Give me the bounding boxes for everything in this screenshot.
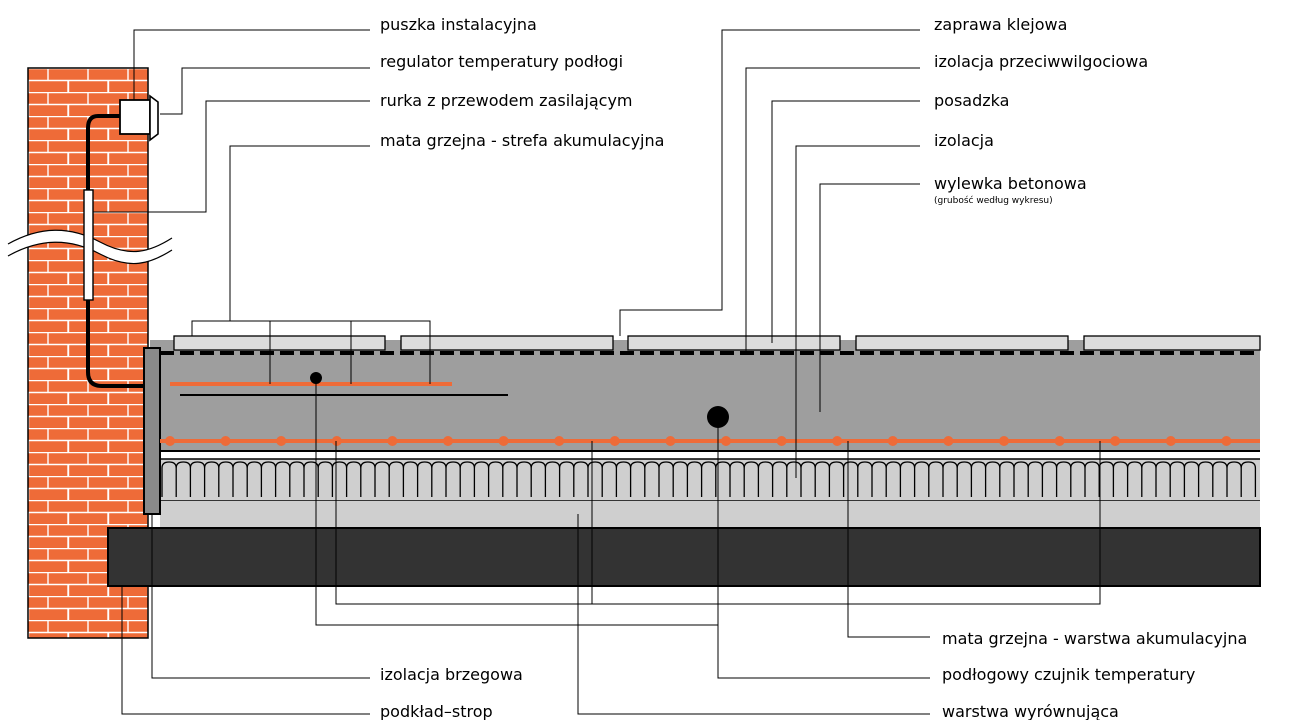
label-slab: podkład–strop (380, 702, 493, 720)
label-leveling-layer: warstwa wyrównująca (942, 702, 1119, 720)
label-moisture-insulation: izolacja przeciwwilgociowa (934, 52, 1148, 71)
heating-mat-dot (498, 436, 509, 446)
heating-mat-zone (170, 382, 508, 396)
heating-mat-dot (554, 436, 565, 446)
heating-mat-dot (721, 436, 731, 446)
installation-box (119, 99, 151, 135)
label-heating-mat-layer: mata grzejna - warstwa akumulacyjna (942, 629, 1247, 648)
heating-mat-dot (387, 436, 398, 446)
heating-mat-dot (1110, 436, 1121, 446)
label-heating-mat-zone: mata grzejna - strefa akumulacyjna (380, 131, 664, 150)
heating-mat-dot (609, 436, 620, 446)
heating-mat-dot (832, 436, 843, 446)
label-edge-insulation: izolacja brzegowa (380, 665, 523, 684)
heating-mat-dot (1165, 436, 1176, 446)
heating-mat-dot (1221, 436, 1232, 446)
heating-mat-layer (160, 436, 1260, 446)
label-concrete-screed-note: (grubość według wykresu) (934, 195, 1053, 206)
label-floor-sensor: podłogowy czujnik temperatury (942, 665, 1195, 684)
heating-mat-dot (665, 436, 676, 446)
label-insulation: izolacja (934, 131, 994, 150)
power-cable-conduit (83, 114, 146, 388)
heating-mat-dot (443, 436, 453, 446)
heating-mat-dot (276, 436, 287, 446)
heating-mat-dot (1054, 436, 1065, 446)
temperature-regulator (149, 94, 159, 142)
label-installation-box: puszka instalacyjna (380, 15, 537, 34)
heating-mat-dot (331, 436, 342, 446)
slab (107, 527, 1261, 587)
label-temperature-regulator: regulator temperatury podłogi (380, 52, 623, 71)
floor-tiles (173, 335, 1261, 351)
heating-mat-dot (943, 436, 954, 446)
label-concrete-screed: wylewka betonowa (934, 174, 1087, 193)
heating-mat-dot (999, 436, 1009, 446)
label-adhesive-mortar: zaprawa klejowa (934, 15, 1067, 34)
edge-insulation (143, 347, 161, 515)
heating-mat-dot (776, 436, 787, 446)
leveling-layer (160, 499, 1260, 528)
leader-lines (93, 29, 1101, 715)
heating-mat-dot (220, 436, 231, 446)
heating-mat-dot (165, 436, 175, 446)
label-conduit: rurka z przewodem zasilającym (380, 91, 633, 110)
label-flooring: posadzka (934, 91, 1009, 110)
concrete-screed (150, 340, 1260, 452)
thermal-insulation (160, 458, 1260, 500)
heating-mat-dot (887, 436, 898, 446)
